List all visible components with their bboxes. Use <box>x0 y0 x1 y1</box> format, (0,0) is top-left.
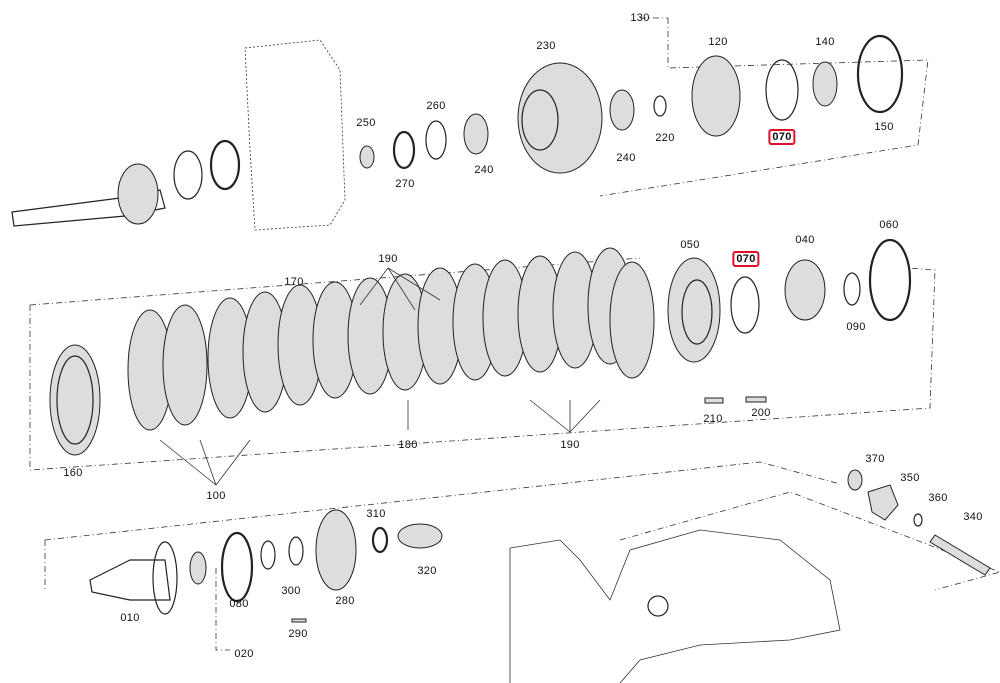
part-080 <box>220 531 254 603</box>
part-060 <box>868 238 912 322</box>
part-310 <box>371 526 389 554</box>
part-370 <box>847 469 863 491</box>
group-outline-bottom <box>44 461 841 590</box>
part-label-260[interactable]: 260 <box>426 100 446 112</box>
part-210 <box>704 397 724 404</box>
part-label-170[interactable]: 170 <box>284 276 304 288</box>
part-label-230[interactable]: 230 <box>536 40 556 52</box>
part-340 <box>929 534 991 576</box>
part-label-220[interactable]: 220 <box>655 132 675 144</box>
part-label-240[interactable]: 240 <box>474 164 494 176</box>
part-label-160[interactable]: 160 <box>63 467 83 479</box>
input-shaft <box>11 139 241 227</box>
part-070-lower <box>730 276 760 334</box>
part-label-250[interactable]: 250 <box>356 117 376 129</box>
part-120 <box>691 55 741 137</box>
part-label-140[interactable]: 140 <box>815 36 835 48</box>
part-090 <box>843 272 861 306</box>
part-140 <box>812 61 838 107</box>
part-290 <box>291 618 307 623</box>
output-shaft <box>89 541 207 615</box>
part-label-320[interactable]: 320 <box>417 565 437 577</box>
part-label-020[interactable]: 020 <box>234 648 254 660</box>
part-label-350[interactable]: 350 <box>900 472 920 484</box>
part-280 <box>315 509 357 591</box>
part-label-240-b[interactable]: 240 <box>616 152 636 164</box>
part-200 <box>745 396 767 403</box>
part-label-080[interactable]: 080 <box>229 598 249 610</box>
part-320 <box>397 523 443 549</box>
part-070-upper <box>765 59 799 121</box>
part-300 <box>288 536 304 566</box>
part-label-360[interactable]: 360 <box>928 492 948 504</box>
part-label-210[interactable]: 210 <box>703 413 723 425</box>
part-label-070-highlighted-lower[interactable]: 070 <box>732 251 760 267</box>
part-label-370[interactable]: 370 <box>865 453 885 465</box>
part-label-120[interactable]: 120 <box>708 36 728 48</box>
part-230 <box>517 62 603 174</box>
transmission-housing <box>509 529 841 683</box>
part-label-040[interactable]: 040 <box>795 234 815 246</box>
part-250 <box>359 145 375 169</box>
part-240a <box>463 113 489 155</box>
part-label-290[interactable]: 290 <box>288 628 308 640</box>
group-outline-housing <box>619 491 1000 591</box>
part-240b <box>609 89 635 131</box>
part-label-200[interactable]: 200 <box>751 407 771 419</box>
part-label-190-b[interactable]: 190 <box>560 439 580 451</box>
part-label-050[interactable]: 050 <box>680 239 700 251</box>
part-360 <box>913 513 923 527</box>
part-label-150[interactable]: 150 <box>874 121 894 133</box>
part-label-270[interactable]: 270 <box>395 178 415 190</box>
part-label-310[interactable]: 310 <box>366 508 386 520</box>
part-label-180[interactable]: 180 <box>398 439 418 451</box>
part-label-060[interactable]: 060 <box>879 219 899 231</box>
housing-plate <box>244 39 346 231</box>
group-outline-top <box>599 17 929 197</box>
part-350 <box>867 484 899 521</box>
clutch-pack <box>49 247 655 456</box>
part-label-280[interactable]: 280 <box>335 595 355 607</box>
part-270 <box>392 130 416 170</box>
part-label-130[interactable]: 130 <box>630 12 650 24</box>
part-label-010[interactable]: 010 <box>120 612 140 624</box>
part-040 <box>784 259 826 321</box>
part-label-100[interactable]: 100 <box>206 490 226 502</box>
part-label-340[interactable]: 340 <box>963 511 983 523</box>
part-label-190[interactable]: 190 <box>378 253 398 265</box>
part-label-070-highlighted[interactable]: 070 <box>768 129 796 145</box>
part-260 <box>425 120 447 160</box>
part-150 <box>856 34 904 114</box>
part-220 <box>653 95 667 117</box>
part-label-300[interactable]: 300 <box>281 585 301 597</box>
part-160 <box>49 344 101 456</box>
part-label-090[interactable]: 090 <box>846 321 866 333</box>
